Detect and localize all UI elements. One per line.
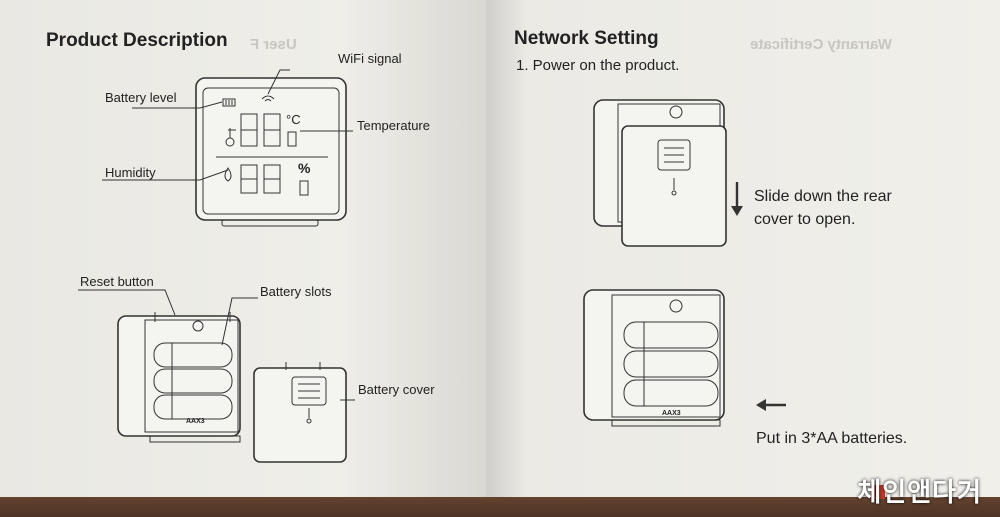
- watermark-text: 체인앤다거: [857, 477, 982, 507]
- battery-icon: [222, 98, 236, 107]
- reset-button-label: Reset button: [80, 274, 154, 289]
- humidity-label: Humidity: [105, 165, 156, 180]
- battery-cover: [253, 362, 347, 463]
- device-cover-sliding: [593, 99, 727, 247]
- down-arrow-icon: [731, 182, 743, 216]
- droplet-icon: [224, 167, 232, 182]
- percent-unit: %: [298, 160, 311, 176]
- battery-level-label: Battery level: [105, 90, 177, 105]
- battery-slots-label: Battery slots: [260, 284, 332, 299]
- wifi-signal-label: WiFi signal: [338, 51, 402, 66]
- batteries-caption: Put in 3*AA batteries.: [756, 430, 908, 447]
- left-page: User F Product Description: [0, 0, 486, 497]
- battery-cell: [153, 368, 233, 394]
- battery-marking: AAX3: [186, 418, 205, 425]
- step-1-text: 1. Power on the product.: [516, 57, 680, 74]
- battery-cell: [153, 394, 233, 420]
- device-open-batteries: [583, 289, 725, 427]
- battery-cell: [153, 342, 233, 368]
- left-arrow-icon: [756, 399, 786, 411]
- battery-cover-label: Battery cover: [358, 382, 435, 397]
- network-setting-diagram: [583, 99, 786, 427]
- temperature-label: Temperature: [357, 118, 430, 133]
- battery-marking: AAX3: [662, 410, 681, 417]
- slide-caption-line2: cover to open.: [754, 211, 856, 228]
- temperature-digits: [240, 113, 297, 147]
- watermark-seal: [871, 485, 885, 499]
- slide-caption-line1: Slide down the rear: [754, 188, 892, 205]
- product-description-title: Product Description: [46, 30, 228, 51]
- humidity-digits: [240, 164, 309, 196]
- right-page: Warranty Certificate Network Setting 1. …: [486, 0, 1000, 497]
- battery-cell: [623, 321, 719, 349]
- celsius-unit: °C: [286, 112, 301, 127]
- battery-cell: [623, 350, 719, 378]
- device-back: [117, 312, 241, 443]
- network-setting-title: Network Setting: [514, 28, 659, 49]
- battery-cell: [623, 379, 719, 407]
- product-diagram: [78, 69, 355, 463]
- device-front-body: [195, 77, 347, 221]
- wifi-icon: [261, 95, 275, 102]
